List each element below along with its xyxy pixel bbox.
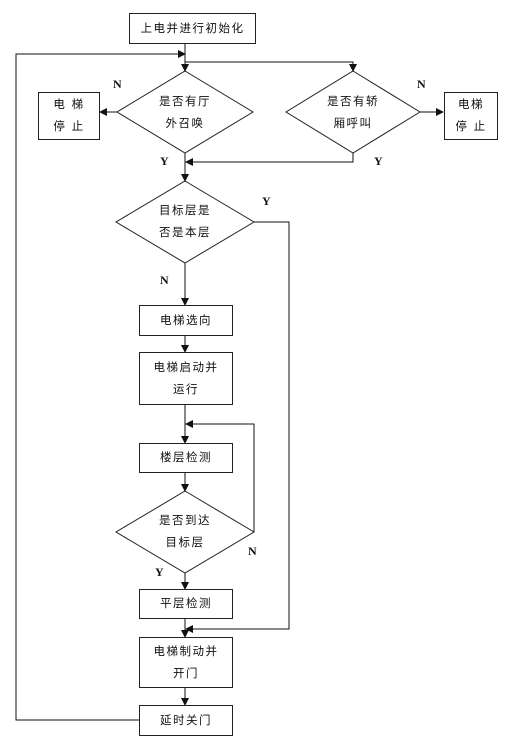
decision-diamond-car-call [285, 70, 421, 154]
stop-box-left: 电 梯 停 止 [38, 92, 100, 140]
brake-and-open-box: 电梯制动并 开门 [139, 637, 233, 688]
label-no-arrive: N [248, 544, 257, 558]
label-yes-target: Y [262, 194, 271, 208]
flow-lines [15, 44, 444, 721]
decision-diamond-target-current [115, 180, 255, 264]
label-yes-arrive: Y [155, 565, 164, 579]
select-direction-box: 电梯选向 [139, 305, 233, 336]
decision-diamond-hall-call [116, 70, 254, 154]
start-and-run-box: 电梯启动并 运行 [139, 352, 233, 405]
delay-close-box: 延时关门 [139, 705, 233, 736]
floor-detect-box: 楼层检测 [139, 443, 233, 473]
label-yes-car: Y [374, 154, 383, 168]
level-detect-box: 平层检测 [139, 589, 233, 619]
label-no-car: N [417, 77, 426, 91]
decision-diamond-arrive-target [115, 490, 255, 574]
label-yes-hall: Y [160, 154, 169, 168]
stop-box-right: 电梯 停 止 [444, 92, 498, 140]
label-no-hall: N [113, 77, 122, 91]
label-no-target: N [160, 273, 169, 287]
start-init-box: 上电并进行初始化 [129, 13, 256, 44]
